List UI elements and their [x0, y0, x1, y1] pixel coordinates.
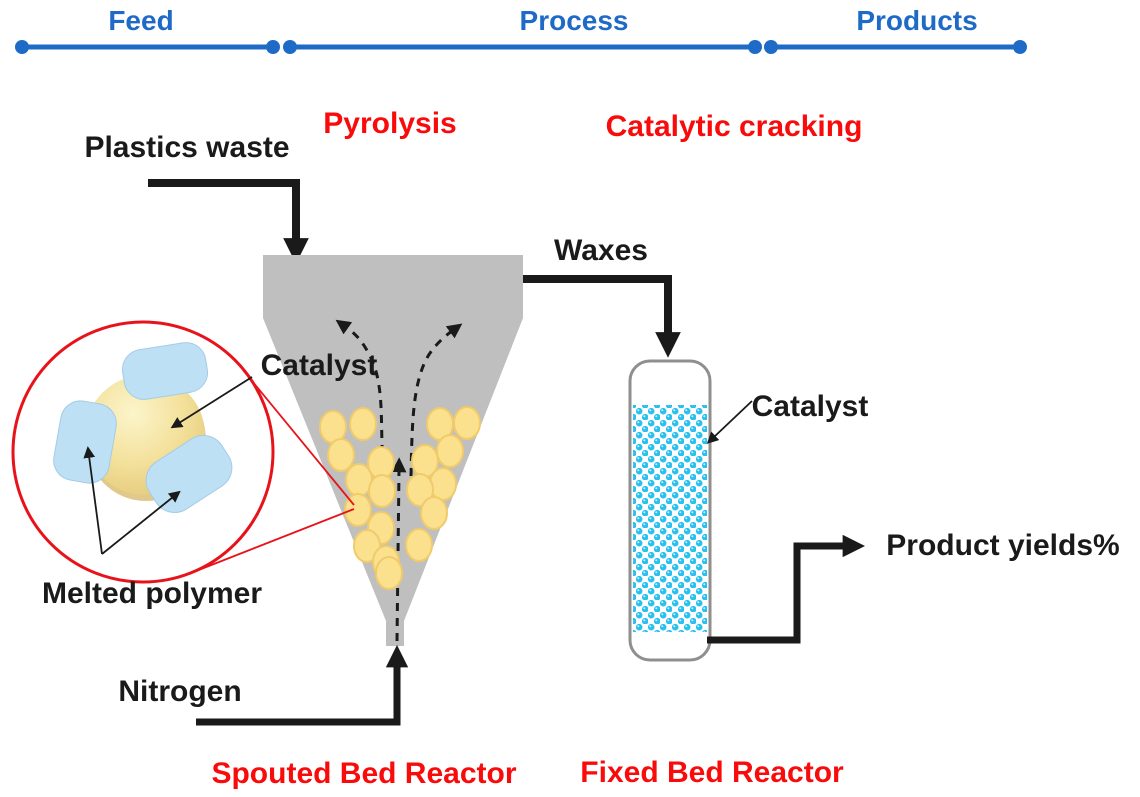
- catalyst-particle: [436, 434, 464, 468]
- plastics-waste-label: Plastics waste: [84, 131, 290, 164]
- magnified-particle-view: [53, 342, 253, 555]
- catalytic-cracking-label: Catalytic cracking: [605, 110, 863, 143]
- catalyst-particle: [327, 438, 355, 472]
- catalyst-particle: [353, 529, 381, 563]
- catalyst-spouted-label: Catalyst: [260, 349, 378, 382]
- catalyst-patch-top: [121, 342, 209, 400]
- timeline-products-label: Products: [856, 5, 978, 36]
- timeline-dot: [266, 40, 280, 54]
- timeline-dot: [1013, 40, 1027, 54]
- fixed-bed-reactor-label: Fixed Bed Reactor: [580, 756, 844, 789]
- spout-flow-right-arrow: [409, 323, 463, 477]
- pyrolysis-label: Pyrolysis: [323, 107, 457, 140]
- magnifier-connector-line: [242, 369, 355, 506]
- timeline-track: [15, 40, 1027, 54]
- catalyst-particle: [406, 473, 434, 507]
- magnifier-connector-line: [190, 508, 355, 574]
- melted-polymer-pointer-arrow: [83, 446, 103, 555]
- catalyst-pointer-arrow: [170, 376, 253, 429]
- catalyst-patch-left: [53, 400, 117, 484]
- timeline-dot: [15, 40, 29, 54]
- waxes-label: Waxes: [554, 234, 648, 267]
- timeline-dot: [748, 40, 762, 54]
- catalyst-patch-bottom-right: [145, 435, 233, 513]
- melted-polymer-pointer-arrow: [101, 490, 181, 555]
- nitrogen-pipe-arrow: [196, 644, 409, 726]
- catalyst-fixed-pointer-arrow: [706, 400, 753, 444]
- spout-flow-center-arrow: [391, 457, 407, 642]
- catalyst-fixed-label: Catalyst: [751, 390, 869, 423]
- spouted-bed-funnel: [263, 255, 523, 646]
- fixed-bed-reactor: [628, 359, 753, 662]
- timeline-process-label: Process: [519, 5, 629, 36]
- spout-flow-arrows: [335, 319, 463, 642]
- timeline-feed-label: Feed: [108, 5, 174, 36]
- catalyst-particle: [405, 528, 433, 562]
- catalyst-particle: [420, 496, 448, 530]
- melted-polymer-label: Melted polymer: [41, 577, 263, 610]
- catalyst-particle: [368, 474, 396, 508]
- waxes-pipe-arrow: [523, 275, 681, 358]
- catalyst-particles: [319, 406, 481, 590]
- catalyst-particle: [375, 556, 403, 590]
- catalyst-particle: [349, 407, 377, 441]
- magnifier: [11, 320, 355, 584]
- timeline-dot: [283, 40, 297, 54]
- nitrogen-label: Nitrogen: [118, 675, 242, 708]
- spout-flow-left-arrow: [335, 319, 385, 469]
- catalyst-particle: [453, 406, 481, 440]
- catalyst-bed: [633, 405, 707, 632]
- product-yields-pipe-arrow: [707, 534, 866, 644]
- timeline-dot: [764, 40, 778, 54]
- magnifier-circle: [11, 320, 275, 584]
- spouted-bed-reactor-label: Spouted Bed Reactor: [211, 757, 517, 790]
- plastics-waste-pipe-arrow: [148, 179, 309, 264]
- catalyst-particle: [429, 467, 457, 501]
- product-yields-label: Product yields%: [886, 529, 1120, 562]
